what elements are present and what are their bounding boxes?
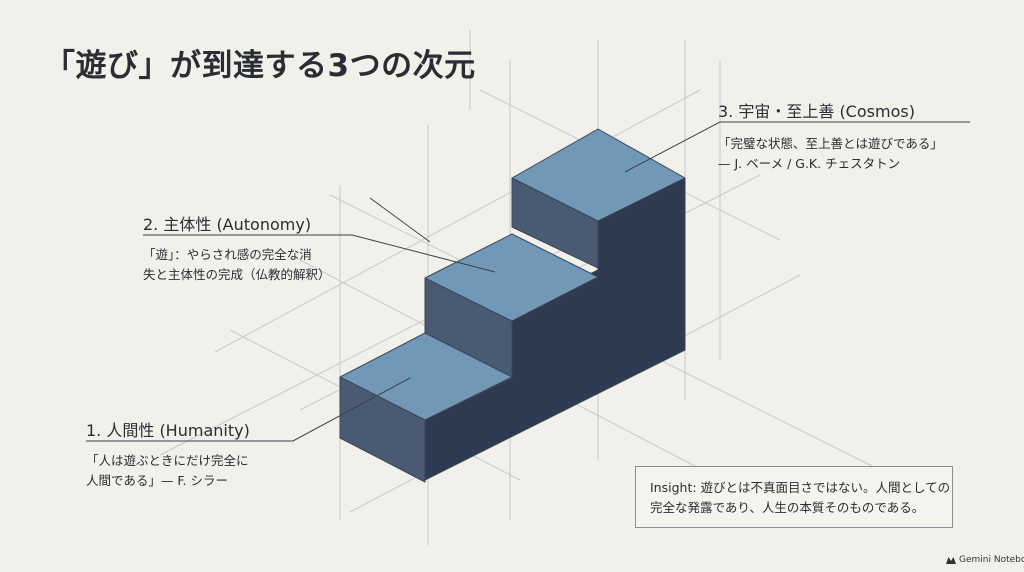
step-2-top [424,233,599,322]
level-3-heading: 3. 宇宙・至上善 (Cosmos) [718,102,915,121]
leader-line-level-2 [143,234,496,273]
slide-title: 「遊び」が到達する3つの次元 [44,48,476,84]
insight-line-1: Insight: 遊びとは不真面目さではない。人間としての [650,480,951,495]
step-1-top [339,332,513,421]
brand-label: Gemini Notebook [959,555,1024,565]
level-1-line-2: 人間である」— F. シラー [86,473,228,488]
level-1-description: 「人は遊ぶときにだけ完全に 人間である」— F. シラー [86,451,249,491]
notebook-logo-icon [946,557,956,564]
leader-line-level-1 [86,377,411,442]
level-2-heading: 2. 主体性 (Autonomy) [143,215,312,234]
level-1-heading: 1. 人間性 (Humanity) [86,421,250,440]
staircase [339,128,686,483]
leader-line-level-3 [624,121,970,173]
level-2-line-1: 「遊」：やらされ感の完全な消 [143,247,312,262]
level-3-line-1: 「完璧な状態、至上善とは遊びである」 [718,136,943,151]
brand-footer: Gemini Notebook [946,555,1024,565]
step-3-top [511,128,686,222]
level-2-description: 「遊」：やらされ感の完全な消 失と主体性の完成（仏教的解釈） [143,245,331,285]
level-3-description: 「完璧な状態、至上善とは遊びである」 — J. ベーメ / G.K. チェスタト… [718,134,943,174]
insight-box: Insight: 遊びとは不真面目さではない。人間としての 完全な発露であり、人… [635,466,953,528]
leader-lines [86,121,970,442]
level-1-line-1: 「人は遊ぶときにだけ完全に [86,453,249,468]
level-2-line-2: 失と主体性の完成（仏教的解釈） [143,267,331,282]
insight-line-2: 完全な発露であり、人生の本質そのものである。 [650,500,925,515]
level-3-line-2: — J. ベーメ / G.K. チェスタトン [718,156,901,171]
